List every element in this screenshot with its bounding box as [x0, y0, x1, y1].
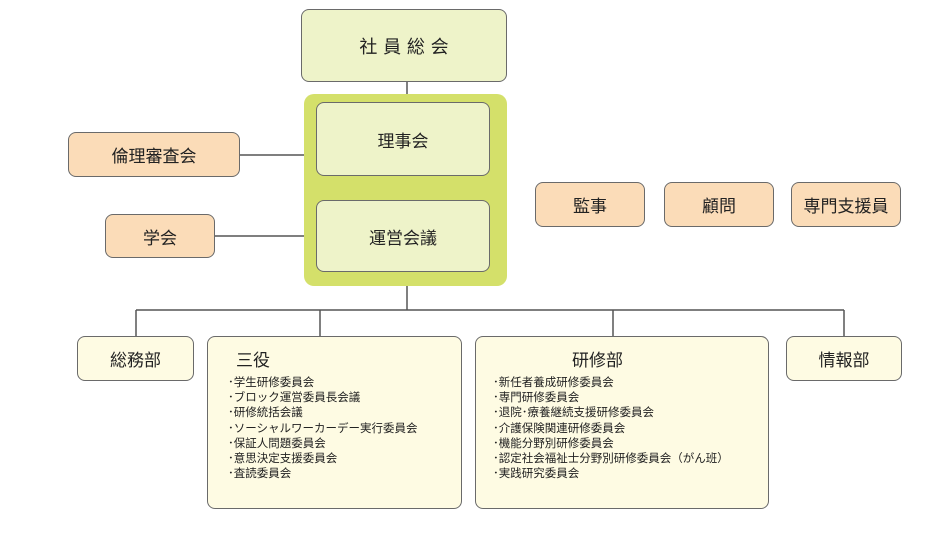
- general-affairs-box: 総務部: [77, 336, 194, 381]
- ethics-committee-label: 倫理審査会: [111, 147, 197, 167]
- general-assembly-label: 社 員 総 会: [359, 36, 449, 58]
- general-assembly-box: 社 員 総 会: [301, 9, 507, 82]
- training-list: ･新任者養成研修委員会 ･専門研修委員会 ･退院･療養継続支援研修委員会 ･介護…: [493, 375, 729, 481]
- list-item: ･認定社会福祉士分野別研修委員会（がん班）: [493, 451, 729, 466]
- specialist-box: 専門支援員: [791, 182, 901, 227]
- list-item: ･査読委員会: [228, 466, 292, 481]
- ethics-committee-box: 倫理審査会: [68, 132, 240, 177]
- list-item: ･専門研修委員会: [493, 390, 580, 405]
- training-title: 研修部: [572, 351, 623, 371]
- society-box: 学会: [105, 214, 215, 258]
- sanyaku-box: 三役 ･学生研修委員会 ･ブロック運営委員長会議 ･研修統括会議 ･ソーシャルワ…: [207, 336, 462, 509]
- society-label: 学会: [143, 228, 177, 249]
- list-item: ･介護保険関連研修委員会: [493, 420, 626, 435]
- advisor-box: 顧問: [664, 182, 774, 227]
- list-item: ･新任者養成研修委員会: [493, 375, 614, 389]
- information-label: 情報部: [818, 351, 870, 371]
- steering-label: 運営会議: [369, 228, 437, 249]
- advisor-label: 顧問: [702, 197, 736, 217]
- general-affairs-label: 総務部: [110, 351, 161, 371]
- board-box: 理事会: [316, 102, 490, 176]
- list-item: ･ブロック運営委員長会議: [228, 390, 361, 405]
- specialist-label: 専門支援員: [803, 197, 889, 217]
- list-item: ･保証人問題委員会: [228, 435, 326, 450]
- list-item: ･退院･療養継続支援研修委員会: [493, 405, 654, 420]
- information-box: 情報部: [786, 336, 902, 381]
- auditor-label: 監事: [573, 197, 607, 217]
- steering-box: 運営会議: [316, 200, 490, 272]
- list-item: ･学生研修委員会: [228, 375, 315, 389]
- training-box: 研修部 ･新任者養成研修委員会 ･専門研修委員会 ･退院･療養継続支援研修委員会…: [475, 336, 769, 509]
- list-item: ･ソーシャルワーカーデー実行委員会: [228, 420, 418, 435]
- sanyaku-title: 三役: [236, 351, 270, 371]
- list-item: ･意思決定支援委員会: [228, 451, 338, 466]
- list-item: ･実践研究委員会: [493, 466, 580, 481]
- auditor-box: 監事: [535, 182, 645, 227]
- list-item: ･機能分野別研修委員会: [493, 435, 614, 450]
- sanyaku-list: ･学生研修委員会 ･ブロック運営委員長会議 ･研修統括会議 ･ソーシャルワーカー…: [228, 375, 418, 481]
- list-item: ･研修統括会議: [228, 405, 303, 420]
- board-label: 理事会: [377, 131, 429, 152]
